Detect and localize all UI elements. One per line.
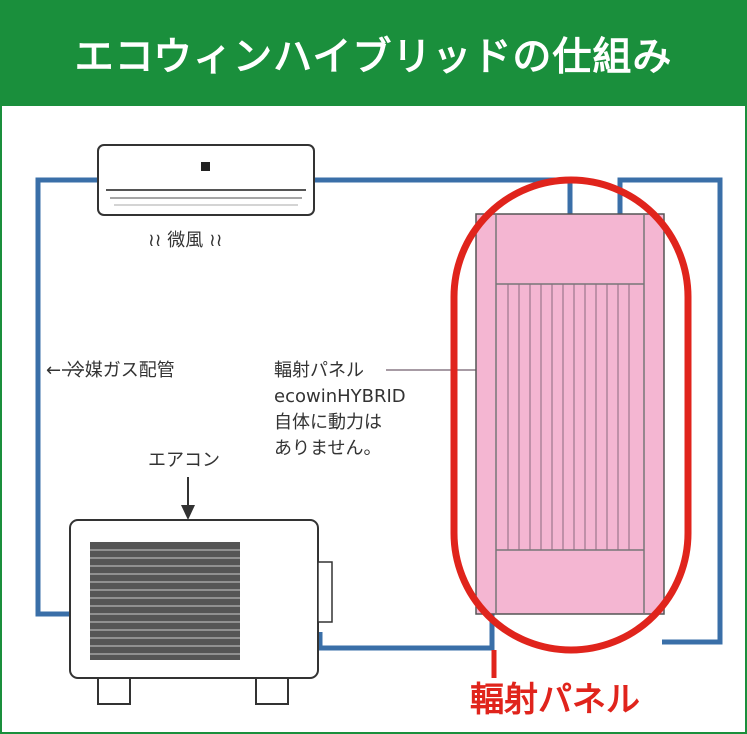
panel-desc-line2: ecowinHYBRID (274, 386, 406, 407)
panel-callout-label: 輻射パネル (470, 680, 640, 720)
radiant-panel (475, 213, 665, 615)
panel-desc-line3: 自体に動力は (274, 412, 382, 433)
highlight-outline (450, 176, 692, 654)
page-title: エコウィンハイブリッドの仕組み (74, 35, 673, 80)
breeze-label: ≀≀ 微風 ≀≀ (148, 230, 223, 251)
indoor-unit (97, 144, 315, 216)
title-bar: エコウィンハイブリッドの仕組み (2, 2, 745, 106)
indicator-light-icon (201, 162, 210, 171)
pipe-label: ← 冷媒ガス配管 (46, 360, 175, 381)
fan-grille (90, 542, 240, 660)
panel-desc-line1: 輻射パネル (274, 360, 364, 381)
panel-desc-line4: ありません。 (274, 438, 382, 459)
aircon-label: エアコン (148, 450, 220, 471)
aircon-arrow-icon (181, 477, 195, 520)
outdoor-unit (69, 519, 333, 705)
